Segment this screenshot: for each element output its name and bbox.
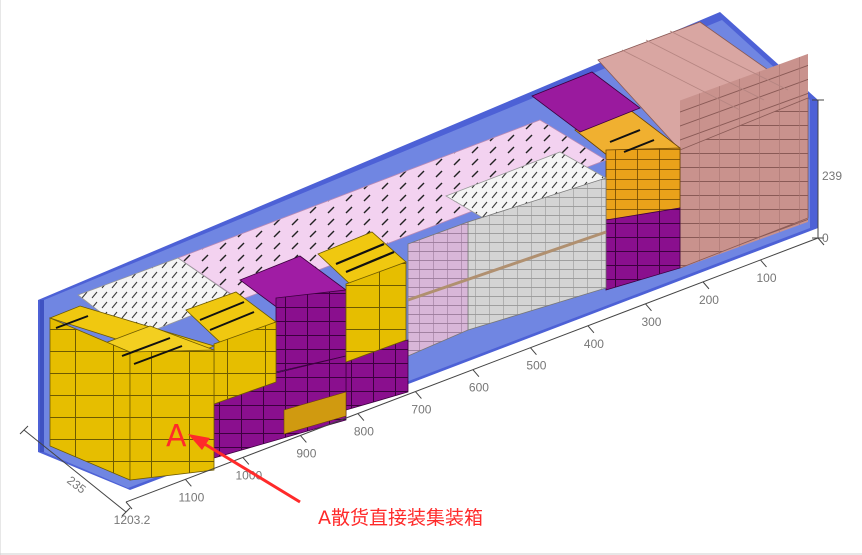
- length-axis-tick-label: 800: [354, 425, 374, 439]
- length-axis-tick-label: 500: [526, 359, 546, 373]
- length-axis-tick-label: 900: [296, 446, 316, 460]
- length-axis-tick: [300, 435, 307, 443]
- length-axis: 100 200 300 400 500 600 700 800 900 1000 1100 1203.…: [114, 237, 825, 527]
- length-axis-tick: [357, 413, 365, 421]
- length-axis-tick: [472, 369, 480, 377]
- length-axis-tick: [760, 259, 767, 268]
- height-axis-label: 239: [822, 169, 842, 183]
- length-axis-tick: [242, 457, 250, 465]
- length-axis-tick: [817, 237, 825, 246]
- length-axis-tick: [645, 303, 652, 312]
- annotation-arrow-shaft: [197, 438, 301, 504]
- annotation-callout: A A散货直接装集装箱: [166, 419, 483, 529]
- length-axis-tick: [415, 391, 422, 399]
- length-axis-tick-label: 200: [699, 293, 719, 307]
- length-axis-tick-label: 1100: [178, 490, 204, 504]
- rose-cargo-stack: [597, 21, 809, 269]
- pink-cargo-layer: [177, 119, 607, 301]
- purple-rear-stack: [531, 71, 681, 291]
- annotation-marker: A: [166, 419, 187, 454]
- length-axis-tick-label: 600: [469, 381, 489, 395]
- length-axis-tick: [702, 281, 710, 290]
- length-axis-tick: [125, 501, 133, 510]
- length-axis-tick-label: 1203.2: [114, 513, 151, 527]
- yellow-cargo-stack: [48, 231, 407, 481]
- annotation-caption: A散货直接装集装箱: [318, 507, 483, 529]
- container-rear-edge: [40, 300, 44, 452]
- length-axis-tick: [530, 347, 537, 356]
- height-axis-zero-label: 0: [822, 231, 829, 245]
- length-axis-tick: [587, 325, 595, 334]
- length-axis-tick-label: 300: [641, 315, 661, 329]
- annotation-arrow-head: [188, 434, 210, 450]
- length-axis-tick-label: 400: [584, 337, 604, 351]
- height-axis: 239 0: [812, 99, 842, 245]
- length-axis-tick: [184, 479, 192, 487]
- length-axis-tick-label: 1000: [236, 468, 263, 482]
- length-axis-tick-label: 700: [411, 403, 431, 417]
- width-axis-label: 235: [64, 473, 89, 497]
- length-axis-tick-label: 100: [756, 271, 776, 285]
- gray-cargo-stack: [407, 177, 607, 357]
